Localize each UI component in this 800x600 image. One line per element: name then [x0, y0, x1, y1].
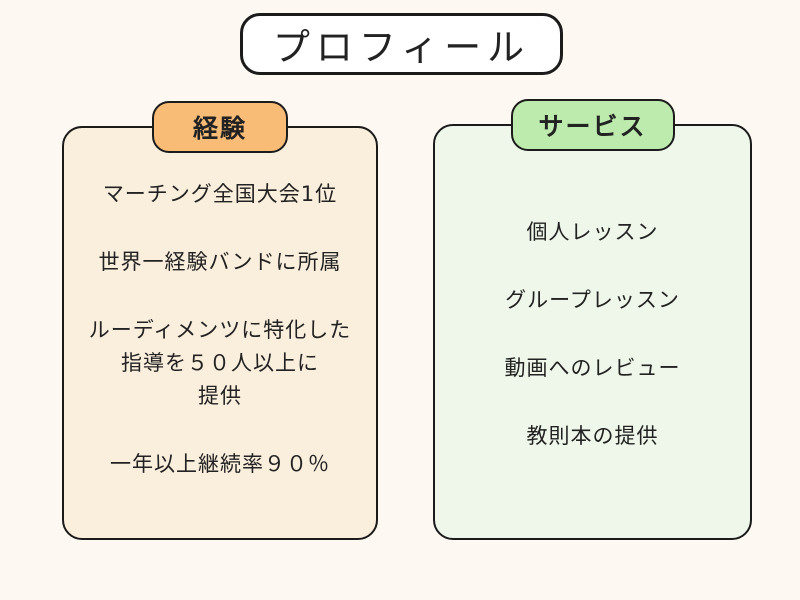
experience-item-list: マーチング全国大会1位 世界一経験バンドに所属 ルーディメンツに特化した 指導を… — [64, 128, 376, 481]
services-badge: サービス — [510, 99, 675, 151]
experience-item: 一年以上継続率９０％ — [110, 452, 330, 476]
services-item: グループレッスン — [505, 288, 680, 312]
experience-badge-label: 経験 — [192, 114, 247, 143]
experience-item: マーチング全国大会1位 — [102, 182, 338, 206]
experience-item: ルーディメンツに特化した 指導を５０人以上に 提供 — [88, 318, 352, 408]
experience-card: 経験 マーチング全国大会1位 世界一経験バンドに所属 ルーディメンツに特化した … — [62, 101, 378, 540]
page-title: プロフィール — [272, 26, 531, 69]
experience-item: 世界一経験バンドに所属 — [98, 250, 342, 274]
page-title-box: プロフィール — [240, 13, 563, 75]
services-item-list: 個人レッスン グループレッスン 動画へのレビュー 教則本の提供 — [435, 126, 750, 453]
services-badge-label: サービス — [538, 112, 647, 141]
services-item: 教則本の提供 — [526, 424, 659, 448]
services-item: 個人レッスン — [526, 220, 659, 244]
services-card: サービス 個人レッスン グループレッスン 動画へのレビュー 教則本の提供 — [433, 99, 752, 540]
services-item: 動画へのレビュー — [504, 356, 681, 380]
experience-badge: 経験 — [152, 101, 288, 153]
